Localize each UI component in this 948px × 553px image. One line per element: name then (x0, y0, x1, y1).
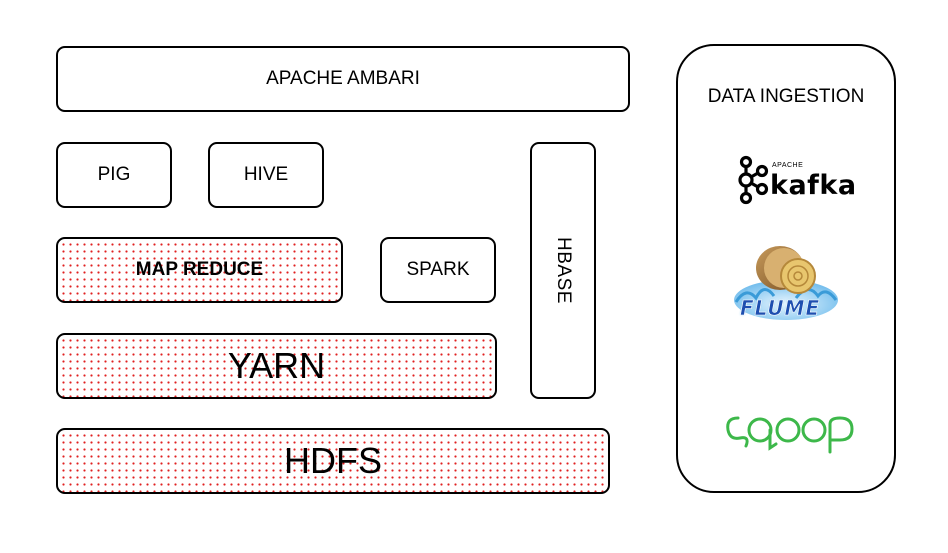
pig-box: PIG (56, 142, 172, 208)
yarn-box: YARN (56, 333, 497, 399)
kafka-wordmark: kafka (770, 170, 857, 201)
hive-label: HIVE (243, 164, 289, 185)
apache-ambari-box: APACHE AMBARI (56, 46, 630, 112)
hdfs-box: HDFS (56, 428, 610, 494)
hbase-label: HBASE (553, 237, 574, 304)
data-ingestion-panel: DATA INGESTION APACHE kafka (676, 44, 896, 493)
spark-box: SPARK (380, 237, 496, 303)
hbase-box: HBASE (530, 142, 596, 399)
kafka-icon (738, 155, 769, 205)
hive-box: HIVE (208, 142, 324, 208)
map-reduce-box: MAP REDUCE (56, 237, 343, 303)
map-reduce-label: MAP REDUCE (135, 259, 264, 280)
flume-logo: FLUME (726, 238, 844, 326)
data-ingestion-title: DATA INGESTION (707, 86, 865, 107)
flume-log-icon (734, 246, 838, 320)
spark-label: SPARK (406, 259, 470, 280)
apache-ambari-label: APACHE AMBARI (266, 68, 420, 89)
sqoop-icon (726, 416, 854, 454)
hdfs-label: HDFS (284, 440, 382, 481)
sqoop-logo (724, 410, 864, 454)
yarn-label: YARN (227, 345, 326, 386)
flume-wordmark: FLUME (740, 296, 821, 321)
pig-label: PIG (97, 164, 131, 185)
kafka-logo: APACHE kafka (734, 154, 856, 206)
kafka-apache-text: APACHE (772, 162, 804, 169)
